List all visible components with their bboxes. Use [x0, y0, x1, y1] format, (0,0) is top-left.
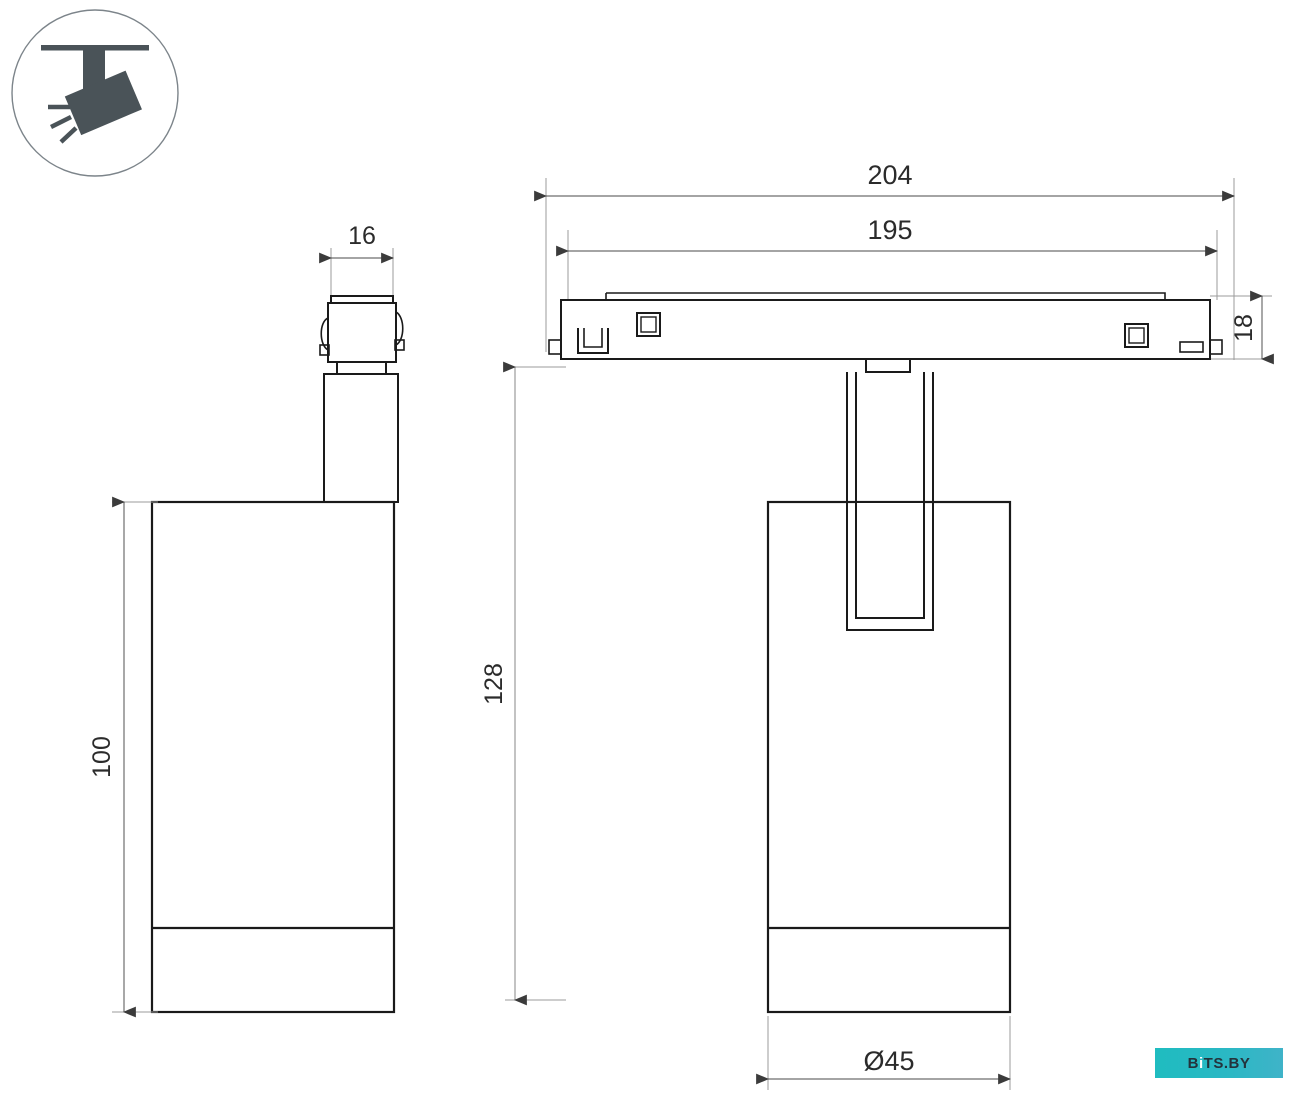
front-view: 204 195 [480, 160, 1274, 1090]
front-body [766, 500, 1012, 1014]
dim-100-label: 100 [88, 736, 116, 778]
track-spotlight-icon [11, 9, 179, 177]
watermark-text-highlight: i [1198, 1054, 1204, 1072]
watermark-text-right: TS.BY [1203, 1054, 1251, 1072]
side-stem [323, 373, 399, 503]
dim-204-label: 204 [867, 160, 912, 190]
dim-16-label: 16 [348, 222, 376, 250]
track-adapter-bar [548, 292, 1223, 360]
front-extensions [545, 178, 1272, 360]
dim-128-label: 128 [480, 663, 508, 705]
dim-d45-label: Ø45 [863, 1046, 914, 1076]
dim-18-label: 18 [1230, 314, 1258, 342]
dim-128-extensions [505, 366, 566, 1001]
side-view: 16 100 [88, 222, 405, 1018]
side-body [150, 500, 396, 1014]
dim-16-extensions [330, 248, 394, 302]
watermark-text-left: B [1187, 1054, 1199, 1072]
side-neck-plate [336, 361, 387, 375]
side-track-adapter [319, 295, 405, 363]
dim-195-label: 195 [867, 215, 912, 245]
